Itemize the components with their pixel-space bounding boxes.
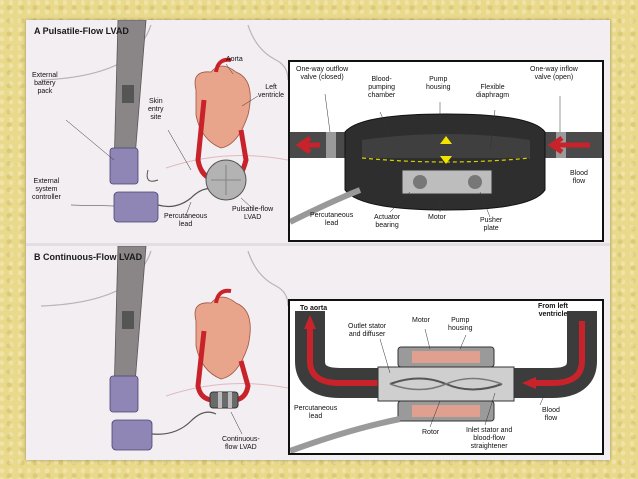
inset-b-to-aorta: To aorta bbox=[300, 305, 328, 312]
panel-b-title: B Continuous-Flow LVAD bbox=[34, 252, 143, 262]
label-percutaneous-lead: Percutaneous lead bbox=[164, 213, 208, 228]
label-external-system-controller: External system controller bbox=[32, 178, 61, 201]
inset-a-motor: Motor bbox=[428, 214, 446, 221]
pulsatile-body-illustration bbox=[40, 20, 289, 223]
pulsatile-pump-cutaway bbox=[290, 93, 602, 225]
label-left-ventricle: Left ventricle bbox=[258, 84, 285, 99]
label-external-battery-pack: External battery pack bbox=[32, 72, 58, 95]
inset-b-from-left-ventricle: From left ventricle bbox=[538, 303, 568, 318]
inset-a-outflow-valve: One-way outflow valve (closed) bbox=[296, 66, 349, 81]
inset-a-pump-housing: Pump housing bbox=[426, 76, 451, 91]
pulsatile-pump-inset: One-way outflow valve (closed) Blood- pu… bbox=[288, 60, 604, 242]
label-continuous-flow-lvad: Continuous- flow LVAD bbox=[222, 436, 260, 451]
inset-a-pusher-plate: Pusher plate bbox=[480, 217, 503, 232]
inset-b-blood-flow: Blood flow bbox=[542, 407, 560, 422]
inset-b-inlet-stator: Inlet stator and blood-flow straightener bbox=[466, 427, 513, 450]
inset-a-percutaneous-lead: Percutaneous lead bbox=[310, 212, 354, 227]
label-skin-entry-site: Skin entry site bbox=[148, 98, 164, 121]
label-pulsatile-flow-lvad: Pulsatile-flow LVAD bbox=[232, 206, 274, 221]
panel-divider bbox=[26, 243, 610, 246]
inset-b-percutaneous-lead: Percutaneous lead bbox=[294, 405, 338, 420]
inset-b-outlet-stator: Outlet stator and diffuser bbox=[348, 323, 387, 338]
label-aorta: Aorta bbox=[226, 56, 243, 63]
inset-b-motor: Motor bbox=[412, 317, 430, 324]
inset-a-flexible-diaphragm: Flexible diaphragm bbox=[476, 84, 510, 99]
inset-b-pump-housing: Pump housing bbox=[448, 317, 473, 332]
inset-a-blood-flow: Blood flow bbox=[570, 170, 588, 185]
continuous-pump-cutaway bbox=[290, 311, 597, 453]
continuous-body-illustration bbox=[40, 246, 289, 451]
panel-pulsatile-flow: A Pulsatile-Flow LVAD External battery p… bbox=[26, 20, 610, 243]
panel-a-title: A Pulsatile-Flow LVAD bbox=[34, 26, 129, 36]
inset-a-blood-chamber: Blood- pumping chamber bbox=[368, 76, 396, 99]
continuous-pump-inset: To aorta From left ventricle Outlet stat… bbox=[288, 299, 604, 455]
inset-b-rotor: Rotor bbox=[422, 429, 440, 436]
inset-a-inflow-valve: One-way inflow valve (open) bbox=[530, 66, 578, 81]
panel-continuous-flow: B Continuous-Flow LVAD Continuous- flow … bbox=[26, 246, 610, 460]
inset-a-actuator-bearing: Actuator bearing bbox=[374, 214, 401, 229]
diagram-sheet: A Pulsatile-Flow LVAD External battery p… bbox=[26, 20, 610, 460]
